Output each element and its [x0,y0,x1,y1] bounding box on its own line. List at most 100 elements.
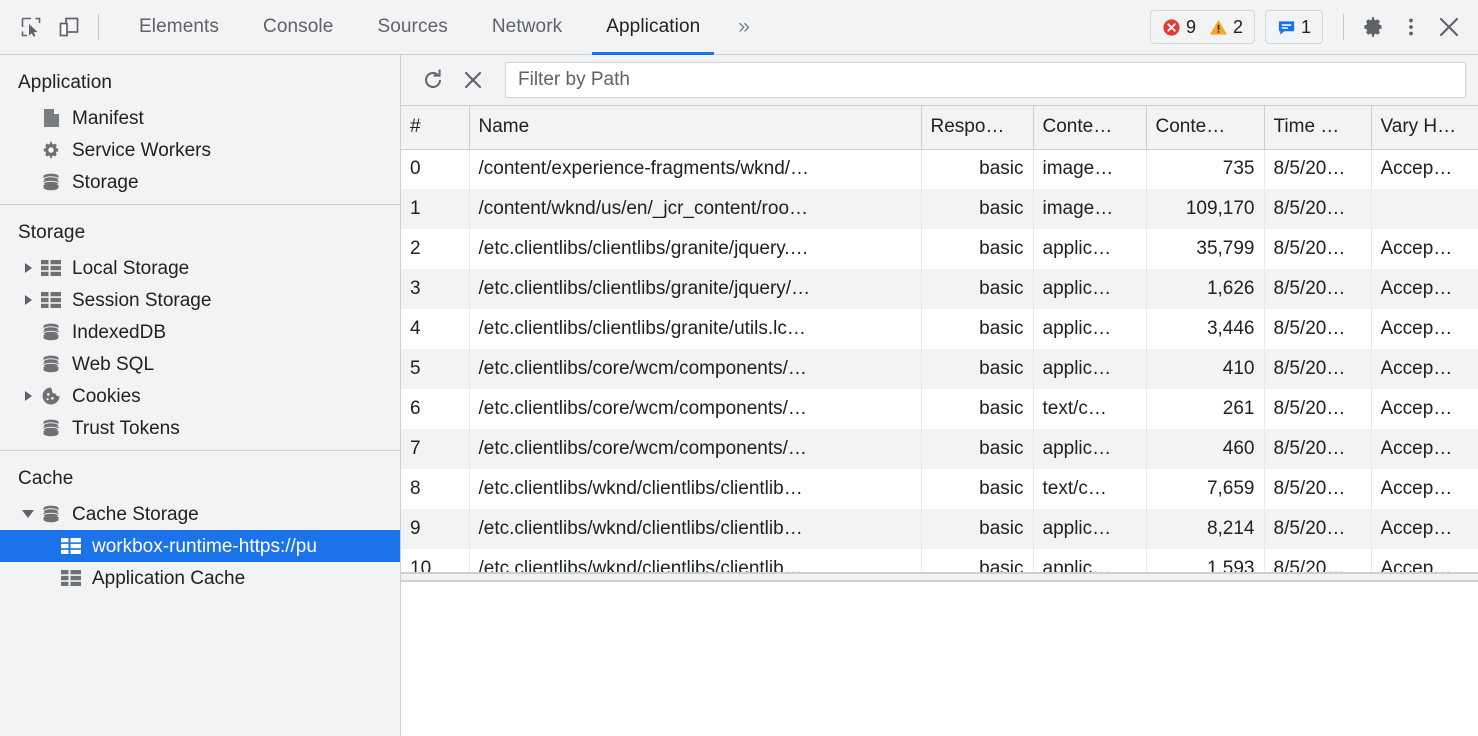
devtools-main-toolbar: Elements Console Sources Network Applica… [0,0,1478,55]
error-counter[interactable]: 9 [1162,17,1196,38]
close-devtools-button[interactable] [1430,8,1468,46]
chevron-right-icon[interactable] [18,295,38,305]
cell-time-cached: 8/5/20… [1264,309,1372,349]
settings-button[interactable] [1354,8,1392,46]
cell-content-length: 3,446 [1146,309,1265,349]
table-row[interactable]: 10/etc.clientlibs/wknd/clientlibs/client… [401,549,1478,572]
table-row[interactable]: 3/etc.clientlibs/clientlibs/granite/jque… [401,269,1478,309]
gear-icon [38,140,64,160]
table-row[interactable]: 8/etc.clientlibs/wknd/clientlibs/clientl… [401,469,1478,509]
cell-name: /content/experience-fragments/wknd/… [469,149,922,189]
cache-entries-grid-wrapper[interactable]: # Name Respo… Conte… Conte… Time … Vary … [401,106,1478,573]
cell-name: /etc.clientlibs/wknd/clientlibs/clientli… [469,469,922,509]
cell-time-cached: 8/5/20… [1264,229,1372,269]
chevron-right-icon[interactable] [18,263,38,273]
tab-network[interactable]: Network [470,0,584,55]
filter-by-path-input[interactable] [505,62,1466,98]
sidebar-item-storage[interactable]: Storage [0,166,400,198]
warning-counter[interactable]: 2 [1209,17,1243,38]
sidebar-item-indexeddb[interactable]: IndexedDB [0,316,400,348]
chevron-right-icon[interactable] [18,391,38,401]
toolbar-divider [98,14,99,40]
error-circle-icon [1163,18,1180,36]
horizontal-splitter[interactable] [401,573,1478,581]
sidebar-item-label: Storage [72,171,139,193]
column-header-time-cached[interactable]: Time … [1264,106,1372,150]
table-grid-icon [38,260,64,276]
column-header-content-length[interactable]: Conte… [1146,106,1265,150]
table-row[interactable]: 0/content/experience-fragments/wknd/…bas… [401,149,1478,189]
table-row[interactable]: 4/etc.clientlibs/clientlibs/granite/util… [401,309,1478,349]
cell-vary-header: Accep… [1371,349,1478,389]
table-row[interactable]: 9/etc.clientlibs/wknd/clientlibs/clientl… [401,509,1478,549]
column-header-vary-header[interactable]: Vary H… [1371,106,1478,150]
cell-content-length: 109,170 [1146,189,1265,229]
sidebar-section-title: Cache [18,468,74,489]
cell-content-type: image… [1033,149,1147,189]
chevron-down-icon[interactable] [18,510,38,518]
cell-index: 4 [401,309,470,349]
sidebar-item-session-storage[interactable]: Session Storage [0,284,400,316]
tab-label: Sources [377,16,448,37]
sidebar-item-label: Cache Storage [72,503,199,525]
sidebar-item-web-sql[interactable]: Web SQL [0,348,400,380]
cache-storage-panel: # Name Respo… Conte… Conte… Time … Vary … [401,55,1478,736]
sidebar-item-cache-storage[interactable]: Cache Storage [0,498,400,530]
sidebar-item-label: Local Storage [72,257,190,279]
cell-content-type: applic… [1033,509,1147,549]
sidebar-item-cookies[interactable]: Cookies [0,380,400,412]
sidebar-item-application-cache[interactable]: Application Cache [0,562,400,594]
column-header-content-type[interactable]: Conte… [1033,106,1147,150]
cell-vary-header [1371,189,1478,229]
table-body: 0/content/experience-fragments/wknd/…bas… [401,149,1478,572]
cell-response-type: basic [921,149,1034,189]
sidebar-item-workbox-runtime-cache[interactable]: workbox-runtime-https://pu [0,530,400,562]
warning-count-label: 2 [1232,16,1243,37]
table-row[interactable]: 2/etc.clientlibs/clientlibs/granite/jque… [401,229,1478,269]
message-count-label: 1 [1300,16,1311,37]
table-grid-icon [58,538,84,554]
sidebar-item-trust-tokens[interactable]: Trust Tokens [0,412,400,444]
delete-selected-button[interactable] [455,62,491,98]
message-counter[interactable]: 1 [1277,17,1311,38]
cell-content-type: applic… [1033,309,1147,349]
sidebar-item-local-storage[interactable]: Local Storage [0,252,400,284]
tab-sources[interactable]: Sources [355,0,469,55]
sidebar-item-label: Manifest [72,107,144,129]
tab-label: Application [606,16,701,37]
device-toolbar-button[interactable] [50,8,88,46]
toolbar-divider-2 [1343,14,1344,40]
cell-response-type: basic [921,189,1034,229]
cell-time-cached: 8/5/20… [1264,149,1372,189]
sidebar-item-label: Web SQL [72,353,155,375]
cell-name: /etc.clientlibs/wknd/clientlibs/clientli… [469,549,922,572]
more-options-button[interactable] [1392,8,1430,46]
issues-message-group[interactable]: 1 [1264,10,1323,44]
tab-elements[interactable]: Elements [117,0,241,55]
cell-name: /etc.clientlibs/wknd/clientlibs/clientli… [469,509,922,549]
refresh-cache-button[interactable] [415,62,451,98]
tab-console[interactable]: Console [241,0,355,55]
inspect-cursor-icon [21,17,41,37]
cell-name: /etc.clientlibs/clientlibs/granite/utils… [469,309,922,349]
column-header-response-type[interactable]: Respo… [921,106,1034,150]
column-header-name[interactable]: Name [469,106,922,150]
issues-counter-group[interactable]: 9 2 [1149,10,1255,44]
delete-x-icon [464,71,482,89]
sidebar-item-service-workers[interactable]: Service Workers [0,134,400,166]
more-tabs-button[interactable]: » [722,0,766,55]
column-header-index[interactable]: # [401,106,470,150]
table-row[interactable]: 1/content/wknd/us/en/_jcr_content/roo…ba… [401,189,1478,229]
sidebar-item-manifest[interactable]: Manifest [0,102,400,134]
cell-response-type: basic [921,469,1034,509]
table-grid-icon [38,292,64,308]
panel-body: Application Manifest [0,55,1478,736]
table-row[interactable]: 6/etc.clientlibs/core/wcm/components/…ba… [401,389,1478,429]
table-row[interactable]: 5/etc.clientlibs/core/wcm/components/…ba… [401,349,1478,389]
sidebar-item-label: Service Workers [72,139,212,161]
cell-content-type: text/c… [1033,469,1147,509]
inspect-element-button[interactable] [12,8,50,46]
cell-index: 5 [401,349,470,389]
table-row[interactable]: 7/etc.clientlibs/core/wcm/components/…ba… [401,429,1478,469]
tab-application[interactable]: Application [584,0,722,55]
